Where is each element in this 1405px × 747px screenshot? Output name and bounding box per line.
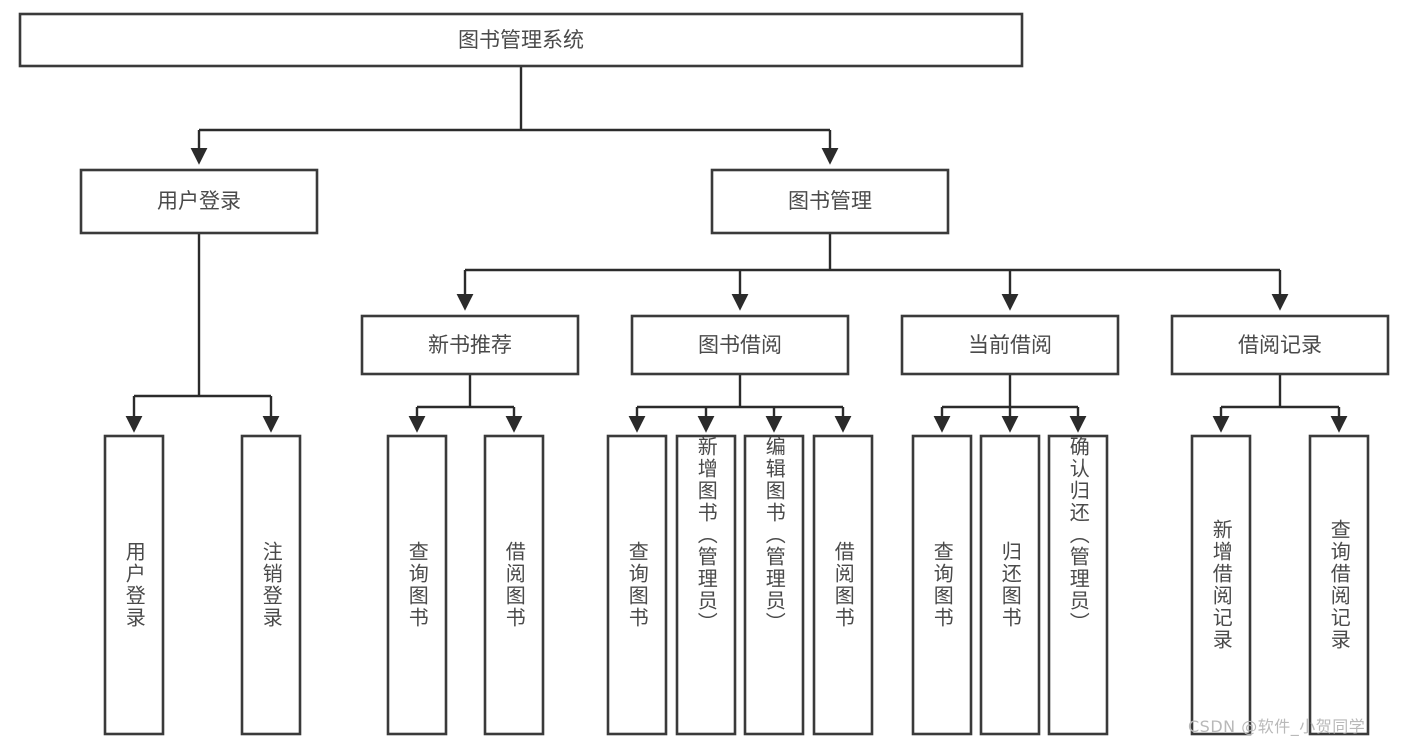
connector-currentborrow-to-leaves <box>933 374 1087 433</box>
node-book-borrow[interactable] <box>630 314 850 376</box>
leafbox-query-book-3[interactable] <box>911 434 973 736</box>
leafbox-borrow-book-2[interactable] <box>812 434 874 736</box>
connector-userlogin-to-leaves <box>125 233 280 433</box>
node-label-book-management: 图书管理 <box>788 189 872 213</box>
node-label-book-borrow: 图书借阅 <box>698 333 782 357</box>
leafbox-user-login[interactable] <box>103 434 165 736</box>
node-label-borrow-record: 借阅记录 <box>1238 333 1322 357</box>
node-borrow-record[interactable] <box>1170 314 1390 376</box>
node-label-book-management-system: 图书管理系统 <box>458 28 584 52</box>
csdn-watermark: CSDN @软件_小贺同学 <box>1188 717 1366 736</box>
leafbox-query-book-1[interactable] <box>386 434 448 736</box>
leafbox-add-book[interactable] <box>675 434 737 736</box>
node-book-management-system[interactable] <box>18 12 1024 68</box>
leafbox-add-record[interactable] <box>1190 434 1252 736</box>
connector-bookmgmt-to-level3 <box>456 233 1289 311</box>
leafbox-logout-login[interactable] <box>240 434 302 736</box>
node-book-management[interactable] <box>710 168 950 235</box>
node-new-book-recommend[interactable] <box>360 314 580 376</box>
node-label-user-login: 用户登录 <box>157 189 241 213</box>
leafbox-confirm-return[interactable] <box>1047 434 1109 736</box>
node-user-login[interactable] <box>79 168 319 235</box>
connector-borrowrecord-to-leaves <box>1212 374 1348 433</box>
leafbox-query-record[interactable] <box>1308 434 1370 736</box>
leafbox-borrow-book-1[interactable] <box>483 434 545 736</box>
connector-newbook-to-leaves <box>408 374 523 433</box>
node-label-current-borrow: 当前借阅 <box>968 333 1052 357</box>
node-label-new-book-recommend: 新书推荐 <box>428 333 512 357</box>
leafbox-edit-book[interactable] <box>743 434 805 736</box>
connector-bookborrow-to-leaves <box>628 374 852 433</box>
connector-root-to-level2 <box>190 66 839 165</box>
leafbox-query-book-2[interactable] <box>606 434 668 736</box>
leafbox-return-book[interactable] <box>979 434 1041 736</box>
node-current-borrow[interactable] <box>900 314 1120 376</box>
